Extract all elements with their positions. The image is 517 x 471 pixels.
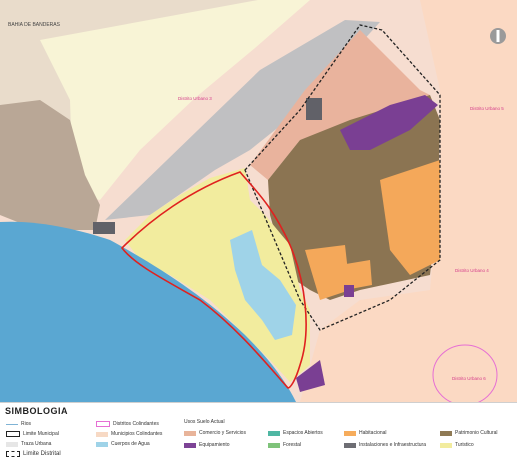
forest-swatch xyxy=(268,442,280,448)
legend-panel: SIMBOLOGIA Rios Limite Municipal Traza U… xyxy=(0,402,517,471)
map-area[interactable]: BAHIA DE BANDERAS Distrito Urbano 3 Dist… xyxy=(0,0,517,402)
legend-title: SIMBOLOGIA xyxy=(5,406,68,416)
water-bodies-icon xyxy=(96,441,108,447)
district-label-5: Distrito Urbano 5 xyxy=(470,106,504,111)
legend-tourism: Turistico xyxy=(440,442,474,448)
infrastructure-swatch xyxy=(344,442,356,448)
legend-district-limit: Limite Distrital xyxy=(6,451,61,457)
district-label-6: Distrito Urbano 6 xyxy=(452,376,486,381)
legend-neighbor-municipalities: Municipios Colindantes xyxy=(96,431,162,437)
legend-subtitle: Usos Suelo Actual xyxy=(184,419,225,425)
district-limit-outline xyxy=(244,24,441,331)
equipment-zone-1 xyxy=(340,95,438,150)
legend-rivers: Rios xyxy=(6,421,31,427)
residential-patch-3 xyxy=(340,260,372,290)
legend-heritage: Patrimonio Cultural xyxy=(440,430,498,436)
district-label-3: Distrito Urbano 3 xyxy=(178,96,212,101)
coastal-infrastructure xyxy=(93,222,115,234)
legend-open-spaces: Espacios Abiertos xyxy=(268,430,323,436)
neighbor-districts-icon xyxy=(96,421,110,427)
sea xyxy=(0,221,296,402)
heritage-swatch xyxy=(440,430,452,436)
marina-water xyxy=(230,230,296,340)
highway-strip xyxy=(105,20,380,220)
commerce-swatch xyxy=(184,430,196,436)
urban-area-east xyxy=(300,0,517,402)
legend-municipal-limit: Limite Municipal xyxy=(6,431,59,437)
equipment-zone-2 xyxy=(344,285,354,297)
pale-municipality-area xyxy=(40,0,310,200)
district-label-4: Distrito Urbano 4 xyxy=(455,268,489,273)
residential-swatch xyxy=(344,430,356,436)
legend-commerce: Comercio y Servicios xyxy=(184,430,246,436)
tourism-zone xyxy=(125,168,310,382)
river-line-icon xyxy=(6,423,18,425)
legend-infrastructure: Instalaciones e Infraestructura xyxy=(344,442,426,448)
neighbor-municipalities-icon xyxy=(96,431,108,437)
legend-forest: Forestal xyxy=(268,442,301,448)
infrastructure-block xyxy=(306,98,322,120)
equipment-swatch xyxy=(184,442,196,448)
analysis-area-outline xyxy=(120,171,307,389)
residential-patch-1 xyxy=(380,160,440,275)
legend-urban-grid: Traza Urbana xyxy=(6,441,51,447)
urban-grid-icon xyxy=(6,441,18,447)
legend-residential: Habitacional xyxy=(344,430,387,436)
legend-neighbor-districts: Distritos Colindantes xyxy=(96,421,159,427)
equipment-zone-3 xyxy=(296,360,325,392)
legend-equipment: Equipamiento xyxy=(184,442,230,448)
residential-patch-2 xyxy=(305,245,350,300)
north-arrow-icon xyxy=(490,28,506,44)
urban-zone-east-pattern xyxy=(250,30,430,180)
hill-area xyxy=(0,100,100,230)
open-spaces-swatch xyxy=(268,430,280,436)
legend-water-bodies: Cuerpos de Agua xyxy=(96,441,150,447)
district-limit-icon xyxy=(6,451,20,457)
district-6-outline xyxy=(432,344,498,402)
municipal-limit-icon xyxy=(6,431,20,437)
tourism-swatch xyxy=(440,442,452,448)
top-left-label: BAHIA DE BANDERAS xyxy=(8,22,61,28)
